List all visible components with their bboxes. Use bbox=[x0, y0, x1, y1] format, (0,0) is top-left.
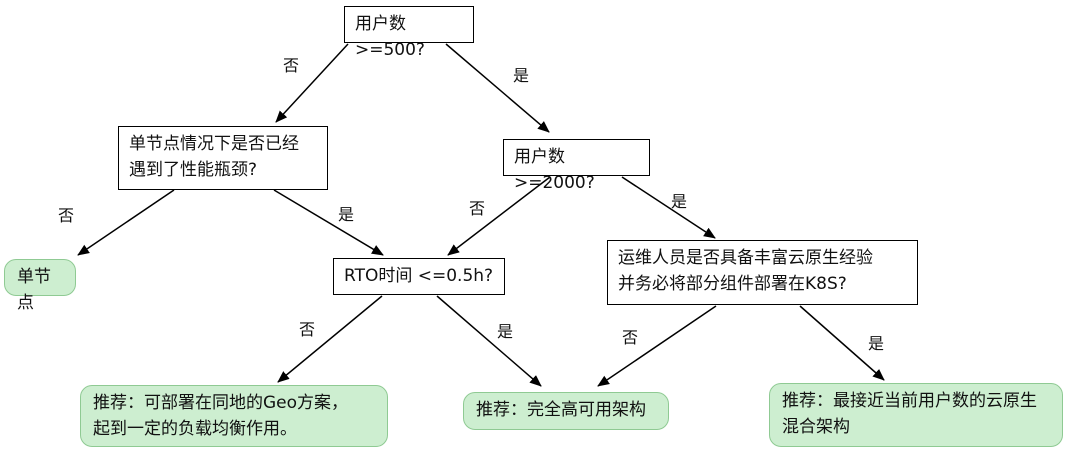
edge-ops-yes bbox=[799, 305, 885, 381]
decision-users-500: 用户数>=500? bbox=[344, 6, 474, 60]
label-rto-no: 否 bbox=[299, 320, 316, 339]
decision-bottleneck-line1: 单节点情况下是否已经 bbox=[129, 134, 299, 154]
result-high-availability: 推荐：完全高可用架构 bbox=[463, 392, 669, 430]
edge-rto-yes bbox=[436, 295, 542, 387]
decision-users-500-text: 用户数>=500? bbox=[355, 14, 425, 60]
result-single-node: 单节点 bbox=[4, 259, 76, 313]
result-cloud-native-line1: 推荐：最接近当前用户数的云原生 bbox=[782, 391, 1037, 411]
label-ops-yes: 是 bbox=[868, 334, 885, 353]
edge-users2000-yes bbox=[621, 176, 716, 239]
result-high-availability-text: 推荐：完全高可用架构 bbox=[476, 400, 646, 420]
decision-ops-line2: 并务必将部分组件部署在K8S? bbox=[618, 274, 847, 294]
result-single-node-text: 单节点 bbox=[17, 267, 51, 313]
result-geo-line1: 推荐：可部署在同地的Geo方案， bbox=[93, 393, 349, 413]
label-users500-yes: 是 bbox=[513, 66, 530, 85]
decision-rto: RTO时间 <=0.5h? bbox=[333, 258, 505, 295]
edge-ops-no bbox=[597, 305, 717, 387]
edge-users2000-no bbox=[447, 176, 551, 256]
decision-rto-text: RTO时间 <=0.5h? bbox=[344, 266, 494, 286]
label-rto-yes: 是 bbox=[497, 322, 514, 341]
result-cloud-native: 推荐：最接近当前用户数的云原生 混合架构 bbox=[769, 383, 1063, 447]
label-ops-no: 否 bbox=[622, 328, 639, 347]
decision-ops-line1: 运维人员是否具备丰富云原生经验 bbox=[618, 248, 873, 268]
decision-users-2000: 用户数>=2000? bbox=[503, 139, 650, 193]
label-bottleneck-yes: 是 bbox=[338, 205, 355, 224]
decision-ops-experience: 运维人员是否具备丰富云原生经验 并务必将部分组件部署在K8S? bbox=[607, 240, 918, 305]
label-bottleneck-no: 否 bbox=[58, 206, 75, 225]
result-geo: 推荐：可部署在同地的Geo方案， 起到一定的负载均衡作用。 bbox=[80, 385, 388, 447]
label-users2000-yes: 是 bbox=[671, 192, 688, 211]
label-users500-no: 否 bbox=[283, 56, 300, 75]
edge-users500-no bbox=[275, 43, 349, 123]
edge-bottleneck-yes bbox=[273, 189, 384, 256]
decision-bottleneck: 单节点情况下是否已经 遇到了性能瓶颈? bbox=[118, 126, 328, 190]
result-cloud-native-line2: 混合架构 bbox=[782, 417, 850, 437]
edge-bottleneck-no bbox=[77, 189, 175, 256]
edge-users500-yes bbox=[445, 43, 550, 133]
decision-bottleneck-line2: 遇到了性能瓶颈? bbox=[129, 160, 258, 180]
decision-users-2000-text: 用户数>=2000? bbox=[514, 147, 595, 193]
label-users2000-no: 否 bbox=[469, 199, 486, 218]
result-geo-line2: 起到一定的负载均衡作用。 bbox=[93, 419, 297, 439]
edge-rto-no bbox=[277, 295, 383, 383]
